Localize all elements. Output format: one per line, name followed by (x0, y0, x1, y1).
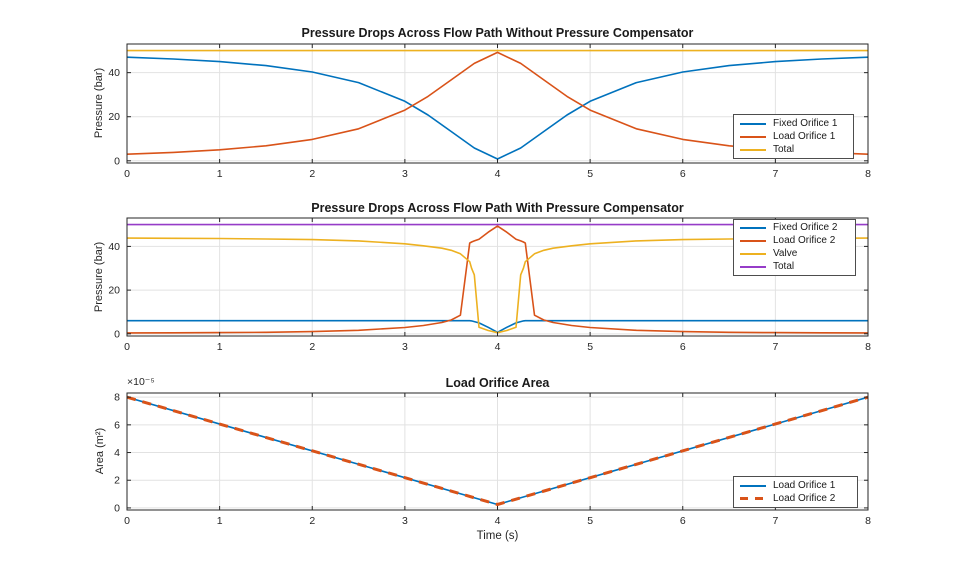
x-tick-label: 3 (402, 515, 408, 527)
x-tick-label: 4 (495, 168, 501, 180)
y-tick-label: 8 (114, 392, 120, 404)
plot3-ylabel: Area (m²) (94, 427, 106, 475)
legend-line-swatch (740, 240, 766, 243)
x-tick-label: 6 (680, 515, 686, 527)
legend-entry: Load Orifice 1 (740, 479, 851, 492)
legend-line-swatch (740, 252, 766, 255)
legend-label: Load Orifice 2 (773, 492, 836, 504)
legend-line-swatch (740, 135, 766, 138)
series-line-load-orifice-2 (127, 395, 868, 506)
y-tick-label: 0 (114, 155, 120, 167)
legend-entry: Fixed Orifice 1 (740, 117, 847, 130)
x-tick-label: 5 (587, 168, 593, 180)
x-tick-label: 8 (865, 515, 871, 527)
x-tick-label: 1 (217, 341, 223, 353)
legend-entry: Valve (740, 248, 849, 261)
legend-line-swatch (740, 484, 766, 487)
x-tick-label: 4 (495, 515, 501, 527)
legend-entry: Fixed Orifice 2 (740, 222, 849, 235)
legend-label: Valve (773, 247, 798, 259)
x-tick-label: 5 (587, 341, 593, 353)
plot2-ylabel: Pressure (bar) (93, 241, 105, 313)
plot2-title: Pressure Drops Across Flow Path With Pre… (311, 201, 684, 215)
x-tick-label: 8 (865, 341, 871, 353)
legend-entry: Load Orifice 2 (740, 235, 849, 248)
legend-entry: Total (740, 143, 847, 156)
x-tick-label: 7 (772, 168, 778, 180)
legend-label: Load Orifice 1 (773, 479, 836, 491)
x-tick-label: 3 (402, 168, 408, 180)
x-tick-label: 4 (495, 341, 501, 353)
x-tick-label: 3 (402, 341, 408, 353)
x-tick-label: 2 (309, 515, 315, 527)
y-tick-label: 40 (108, 67, 120, 79)
y-tick-label: 40 (108, 241, 120, 253)
legend-label: Fixed Orifice 1 (773, 117, 838, 129)
legend-label: Fixed Orifice 2 (773, 222, 838, 234)
time-axis-label: Time (s) (476, 530, 519, 542)
x-tick-label: 2 (309, 341, 315, 353)
legend-line-swatch (740, 227, 766, 230)
legend-entry: Load Orifice 1 (740, 130, 847, 143)
x-tick-label: 0 (124, 168, 130, 180)
legend-line-swatch (740, 148, 766, 151)
legend-entry: Total (740, 260, 849, 273)
x-tick-label: 0 (124, 515, 130, 527)
y-tick-label: 2 (114, 475, 120, 487)
x-tick-label: 2 (309, 168, 315, 180)
y-tick-label: 0 (114, 502, 120, 514)
x-tick-label: 7 (772, 515, 778, 527)
series-line-load-orifice-2 (127, 225, 868, 334)
legend-label: Total (773, 260, 795, 272)
legend-label: Total (773, 143, 795, 155)
plot1-title: Pressure Drops Across Flow Path Without … (301, 26, 694, 40)
y-tick-label: 4 (114, 447, 120, 459)
y-tick-label: 6 (114, 419, 120, 431)
y-tick-label: 20 (108, 111, 120, 123)
x-tick-label: 5 (587, 515, 593, 527)
x-tick-label: 1 (217, 515, 223, 527)
x-tick-label: 8 (865, 168, 871, 180)
plot1-ylabel: Pressure (bar) (93, 67, 105, 139)
plot3-title: Load Orifice Area (445, 376, 550, 390)
legend-line-swatch (740, 265, 766, 268)
x-tick-label: 7 (772, 341, 778, 353)
x-tick-label: 6 (680, 341, 686, 353)
y-tick-label: 20 (108, 285, 120, 297)
x-tick-label: 6 (680, 168, 686, 180)
legend-line-swatch (740, 122, 766, 125)
legend-label: Load Orifice 2 (773, 235, 836, 247)
plot3-y-axis-multiplier: ×10⁻⁵ (127, 376, 155, 388)
legend-entry: Load Orifice 2 (740, 492, 851, 505)
series-line-load-orifice-1 (127, 51, 868, 155)
legend-label: Load Orifice 1 (773, 130, 836, 142)
legend-line-swatch (740, 497, 766, 500)
x-tick-label: 1 (217, 168, 223, 180)
y-tick-label: 0 (114, 328, 120, 340)
x-tick-label: 0 (124, 341, 130, 353)
